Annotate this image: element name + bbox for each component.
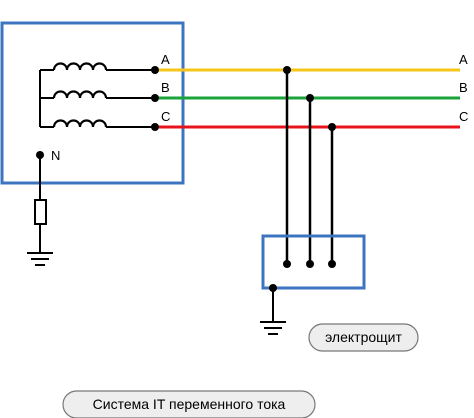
panel-grounding [260, 288, 286, 335]
panel-drops [283, 66, 336, 264]
line-label-a: A [459, 52, 468, 67]
line-label-c: C [459, 109, 468, 124]
line-label-b: B [459, 80, 468, 95]
terminal-label-b: B [161, 80, 170, 95]
junction-b [306, 94, 314, 102]
terminal-label-c: C [161, 109, 170, 124]
generator-frame [0, 21, 185, 185]
neutral-grounding [27, 155, 53, 266]
panel-terminal-c [328, 260, 336, 268]
terminal-label-a: A [161, 52, 170, 67]
inductor-coil-icon [52, 62, 108, 71]
winding-c [40, 119, 159, 131]
ground-icon [27, 252, 53, 266]
inductor-coil-icon [52, 119, 108, 128]
panel-terminal-a [283, 260, 291, 268]
caption-badge: Система IT переменного тока [62, 390, 316, 418]
terminal-b [151, 94, 159, 102]
panel-label: электрощит [325, 329, 402, 345]
generator: A B C N [0, 21, 185, 185]
junction-c [328, 123, 336, 131]
inductor-coil-icon [52, 90, 108, 99]
caption: Система IT переменного тока [93, 396, 286, 412]
resistor-icon [34, 199, 47, 225]
terminal-a [151, 66, 159, 74]
panel-terminal-b [306, 260, 314, 268]
winding-a [40, 62, 159, 74]
ground-icon [260, 321, 286, 335]
panel-frame [261, 234, 366, 290]
panel-label-badge: электрощит [308, 323, 419, 352]
neutral-label: N [51, 148, 60, 163]
electrical-panel [261, 234, 366, 292]
junction-a [283, 66, 291, 74]
terminal-c [151, 123, 159, 131]
winding-b [40, 90, 159, 102]
